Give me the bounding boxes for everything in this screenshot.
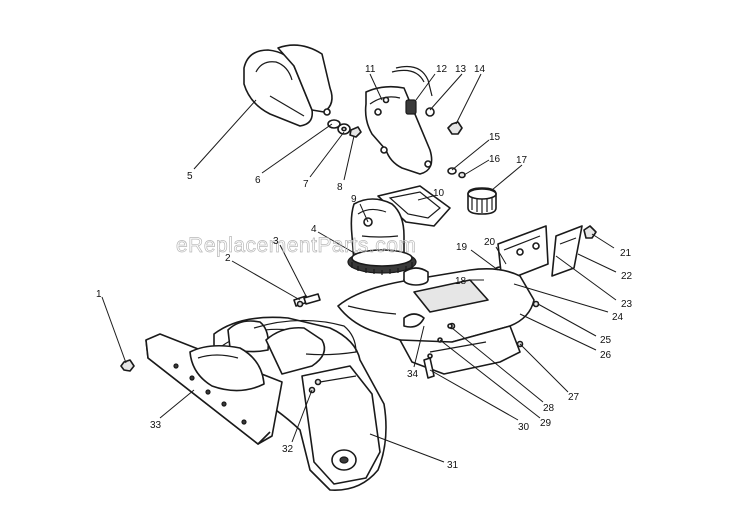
callout-23: 23 (621, 299, 633, 310)
callout-13: 13 (455, 64, 467, 75)
callout-18: 18 (455, 276, 467, 287)
callout-12: 12 (436, 64, 448, 75)
part-cap (467, 187, 497, 215)
callout-25: 25 (600, 335, 612, 346)
callout-22: 22 (621, 271, 633, 282)
callout-7: 7 (303, 179, 309, 190)
callout-19: 19 (456, 242, 468, 253)
callout-34: 34 (407, 369, 419, 380)
callout-15: 15 (489, 132, 501, 143)
callout-labels: 1 2 3 4 5 6 7 8 9 10 11 12 13 14 15 16 1… (96, 64, 633, 471)
callout-17: 17 (516, 155, 528, 166)
callout-27: 27 (568, 392, 580, 403)
callout-4: 4 (311, 224, 317, 235)
callout-8: 8 (337, 182, 343, 193)
part-ring-gear (347, 249, 417, 275)
callout-29: 29 (540, 418, 552, 429)
part-auger-housing (213, 316, 387, 491)
part-deflector (243, 44, 333, 127)
callout-33: 33 (150, 420, 162, 431)
callout-30: 30 (518, 422, 530, 433)
parts-artwork (120, 44, 597, 491)
part-housing-top (337, 267, 535, 346)
callout-20: 20 (484, 237, 496, 248)
part-scraper-bar (145, 333, 283, 445)
callout-32: 32 (282, 444, 294, 455)
part-chute-bracket (364, 65, 435, 175)
callout-1: 1 (96, 289, 102, 300)
callout-3: 3 (273, 236, 279, 247)
part-housing-hardware (423, 323, 453, 379)
callout-31: 31 (447, 460, 459, 471)
part-small-hardware (120, 293, 321, 372)
callout-21: 21 (620, 248, 632, 259)
callout-24: 24 (612, 312, 624, 323)
callout-9: 9 (351, 194, 357, 205)
callout-14: 14 (474, 64, 486, 75)
callout-11: 11 (365, 64, 376, 75)
callout-26: 26 (600, 350, 612, 361)
leader-lines (101, 73, 617, 463)
watermark-text: eReplacementParts.com (176, 234, 416, 257)
callout-5: 5 (187, 171, 193, 182)
callout-28: 28 (543, 403, 555, 414)
callout-6: 6 (255, 175, 261, 186)
callout-2: 2 (225, 253, 231, 264)
part-chute-housing (350, 185, 451, 266)
part-washers-nut (327, 119, 362, 138)
part-bolts-right (447, 121, 466, 179)
callout-10: 10 (433, 188, 445, 199)
callout-16: 16 (489, 154, 501, 165)
